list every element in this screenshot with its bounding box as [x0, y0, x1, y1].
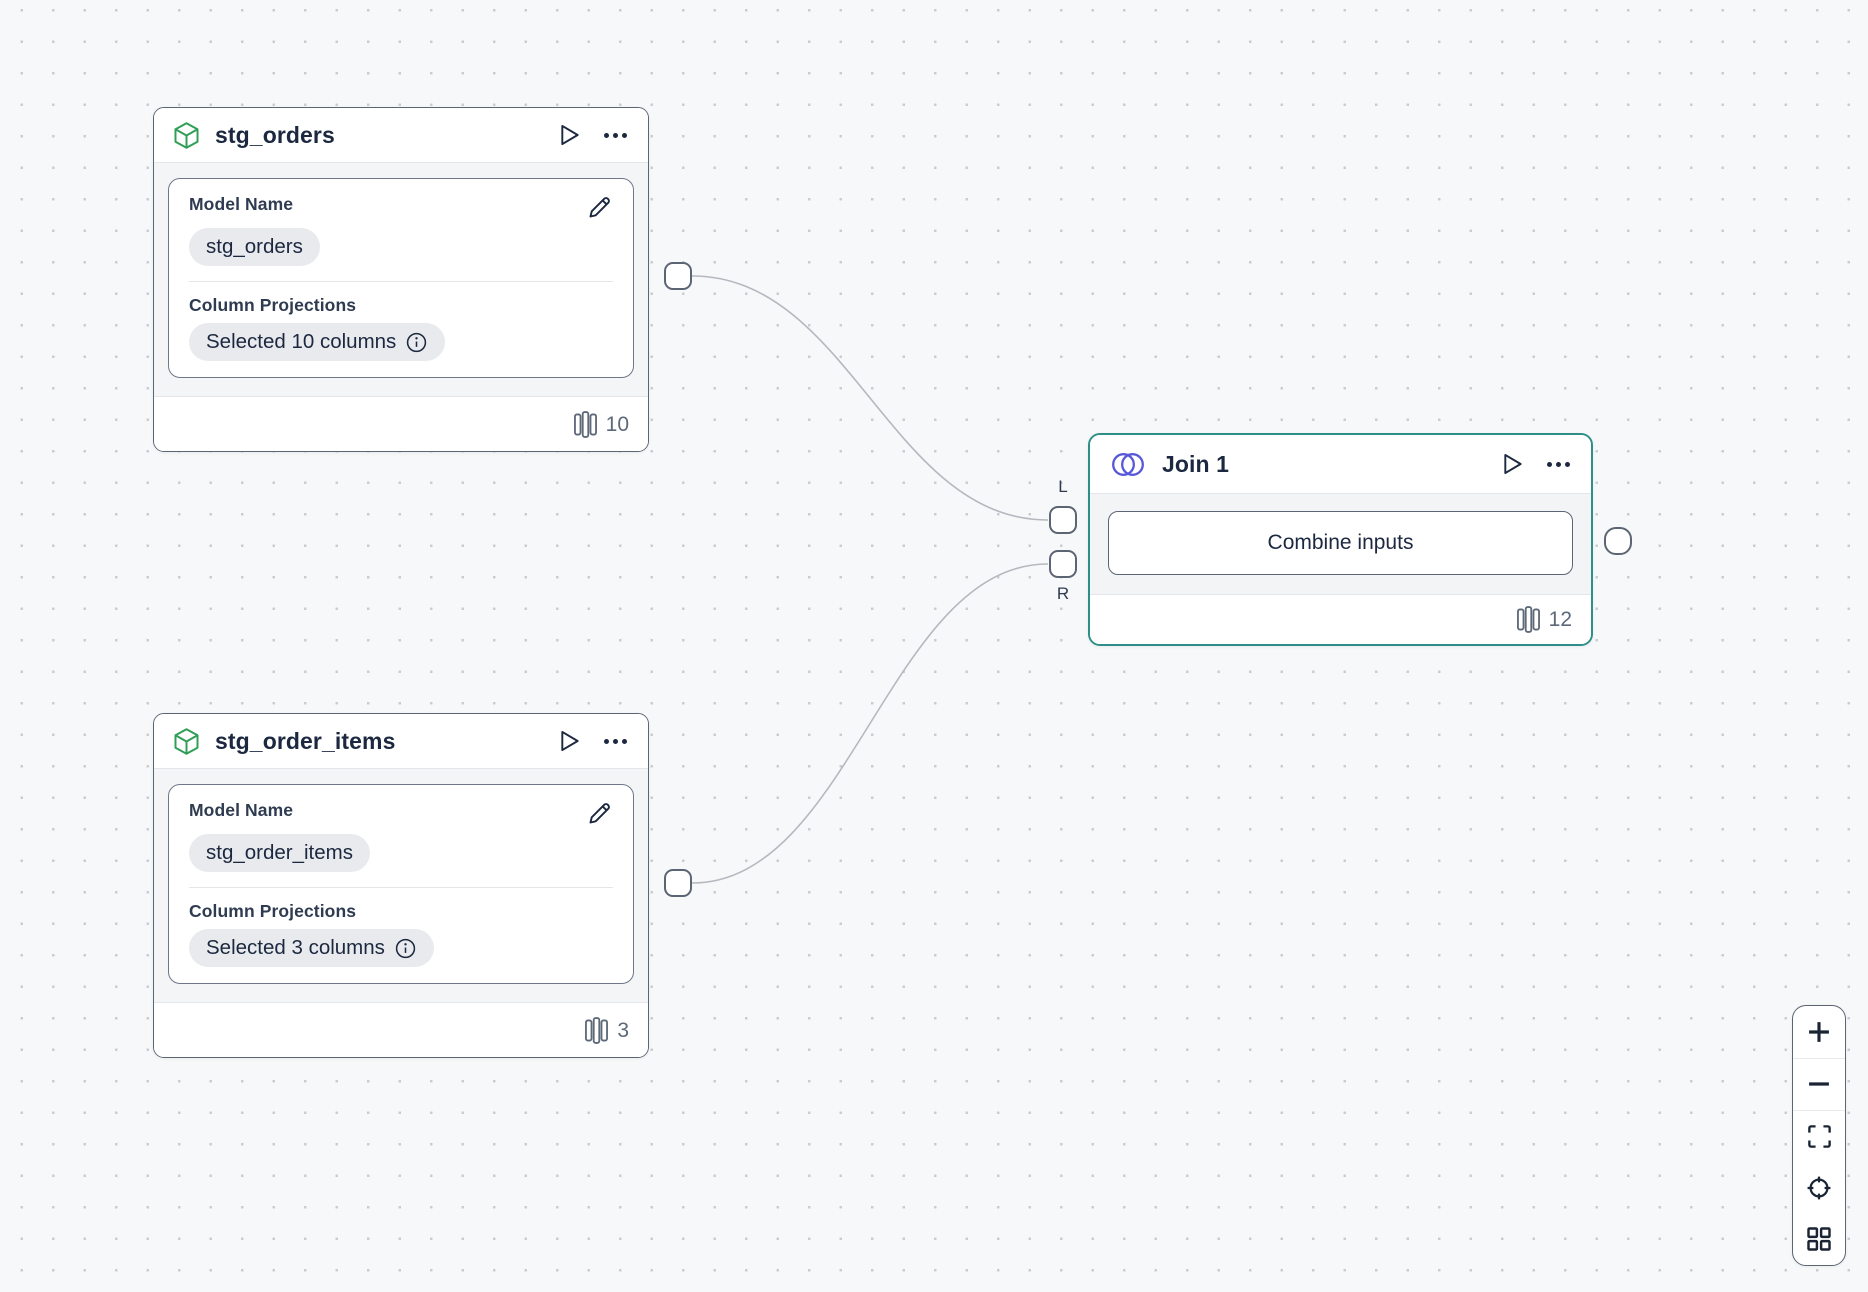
columns-icon	[1516, 606, 1540, 633]
node-join-header[interactable]: Join 1	[1090, 435, 1591, 494]
columns-icon	[573, 411, 597, 438]
join-right-port-label: R	[1056, 584, 1070, 603]
join-left-port-label: L	[1058, 477, 1068, 496]
node-body: Model Name stg_orders Column Projections…	[154, 163, 648, 396]
info-icon[interactable]	[394, 937, 417, 960]
node-stg-orders[interactable]: stg_orders Model N	[153, 107, 649, 452]
card-divider	[189, 281, 613, 282]
node-footer: 10	[154, 396, 648, 451]
edge-stg-order-items-to-join-right[interactable]	[691, 563, 1049, 884]
stg-orders-output-port[interactable]	[664, 262, 692, 290]
join-circles-icon	[1110, 450, 1146, 479]
locate-crosshair-button[interactable]	[1793, 1162, 1845, 1214]
model-name-label: Model Name	[189, 800, 294, 820]
auto-layout-grid-button[interactable]	[1793, 1213, 1845, 1265]
node-body: Combine inputs	[1090, 494, 1591, 594]
model-cube-icon	[174, 121, 199, 149]
run-node-button[interactable]	[1501, 451, 1524, 477]
model-name-chip[interactable]: stg_order_items	[189, 834, 370, 872]
columns-icon	[585, 1017, 609, 1044]
node-body: Model Name stg_order_items Column Projec…	[154, 769, 648, 1002]
column-projections-chip[interactable]: Selected 3 columns	[189, 929, 434, 967]
edit-pencil-icon[interactable]	[586, 800, 613, 827]
edge-stg-orders-to-join-left[interactable]	[691, 275, 1049, 521]
node-title: stg_order_items	[215, 727, 396, 754]
card-divider	[189, 887, 613, 888]
canvas-controls-panel	[1792, 1005, 1846, 1266]
node-footer: 3	[154, 1002, 648, 1057]
node-title: Join 1	[1162, 450, 1230, 477]
join-right-input-port[interactable]	[1049, 550, 1077, 578]
info-icon[interactable]	[405, 331, 428, 354]
model-name-chip[interactable]: stg_orders	[189, 228, 320, 266]
model-config-card: Model Name stg_orders Column Projections…	[168, 178, 634, 378]
node-stg-order-items[interactable]: stg_order_items Mo	[153, 713, 649, 1058]
column-count: 3	[617, 1018, 629, 1042]
model-config-card: Model Name stg_order_items Column Projec…	[168, 784, 634, 984]
column-count: 12	[1548, 607, 1572, 631]
fit-view-button[interactable]	[1793, 1111, 1845, 1162]
node-title: stg_orders	[215, 121, 335, 148]
edit-pencil-icon[interactable]	[586, 194, 613, 221]
node-stg-orders-header[interactable]: stg_orders	[154, 108, 648, 163]
node-menu-button[interactable]	[603, 738, 628, 745]
column-projections-chip[interactable]: Selected 10 columns	[189, 323, 446, 361]
join-output-port[interactable]	[1604, 527, 1632, 555]
node-stg-order-items-header[interactable]: stg_order_items	[154, 714, 648, 769]
run-node-button[interactable]	[558, 122, 581, 148]
run-node-button[interactable]	[558, 728, 581, 754]
combine-inputs-button[interactable]: Combine inputs	[1108, 511, 1573, 575]
stg-order-items-output-port[interactable]	[664, 869, 692, 897]
zoom-in-button[interactable]	[1793, 1006, 1845, 1059]
model-cube-icon	[174, 727, 199, 755]
node-menu-button[interactable]	[603, 132, 628, 139]
node-menu-button[interactable]	[1546, 461, 1571, 468]
join-left-input-port[interactable]	[1049, 506, 1077, 534]
column-projections-label: Column Projections	[189, 901, 357, 921]
column-projections-label: Column Projections	[189, 295, 357, 315]
node-join-1[interactable]: Join 1 Combine inputs	[1088, 433, 1593, 646]
zoom-out-button[interactable]	[1793, 1059, 1845, 1112]
model-name-label: Model Name	[189, 194, 294, 214]
column-count: 10	[605, 412, 629, 436]
node-footer: 12	[1090, 594, 1591, 644]
